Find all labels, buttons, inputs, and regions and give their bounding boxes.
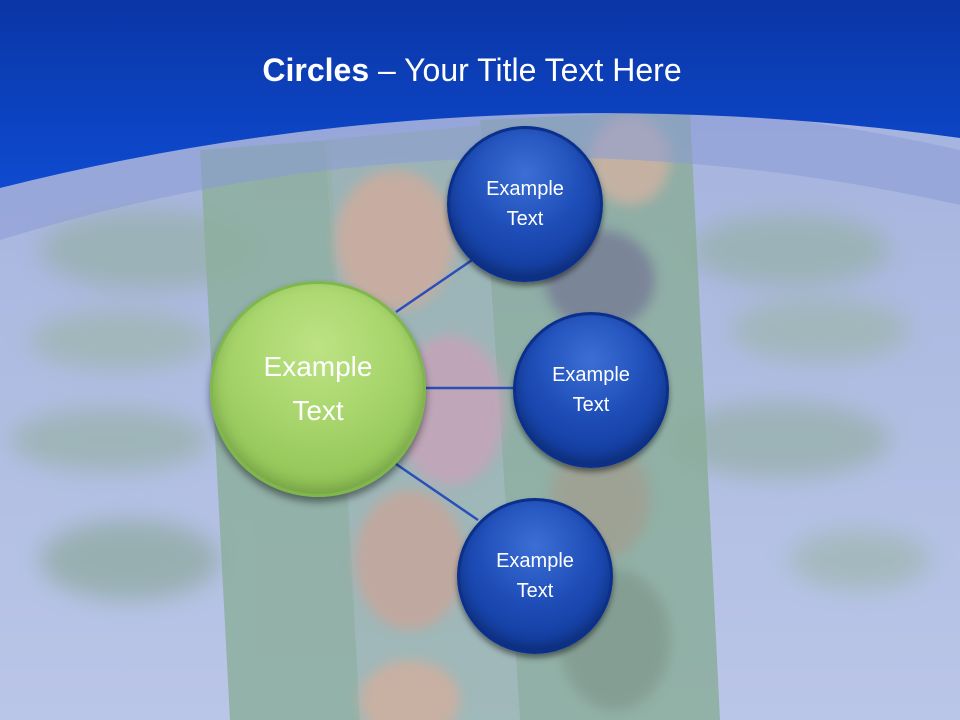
node-circle-middle: Example Text xyxy=(513,312,669,468)
node-circle-line2: Text xyxy=(506,208,544,230)
connector-line-top xyxy=(395,254,479,314)
node-circle-line2: Text xyxy=(516,580,554,602)
slide-title: Circles – Your Title Text Here xyxy=(0,52,944,89)
title-bold: Circles xyxy=(262,52,370,88)
center-circle: Example Text xyxy=(210,281,426,497)
node-circle-line1: Example xyxy=(552,364,630,386)
node-circle-line1: Example xyxy=(486,178,564,200)
node-circle-line2: Text xyxy=(572,394,610,416)
connector-line-bottom xyxy=(395,462,479,522)
title-rest: – Your Title Text Here xyxy=(369,52,682,88)
node-circle-top: Example Text xyxy=(447,126,603,282)
node-circle-bottom: Example Text xyxy=(457,498,613,654)
center-circle-line1: Example xyxy=(263,351,373,382)
foliage-art xyxy=(10,210,930,600)
center-circle-line2: Text xyxy=(292,395,344,426)
node-circle-line1: Example xyxy=(496,550,574,572)
